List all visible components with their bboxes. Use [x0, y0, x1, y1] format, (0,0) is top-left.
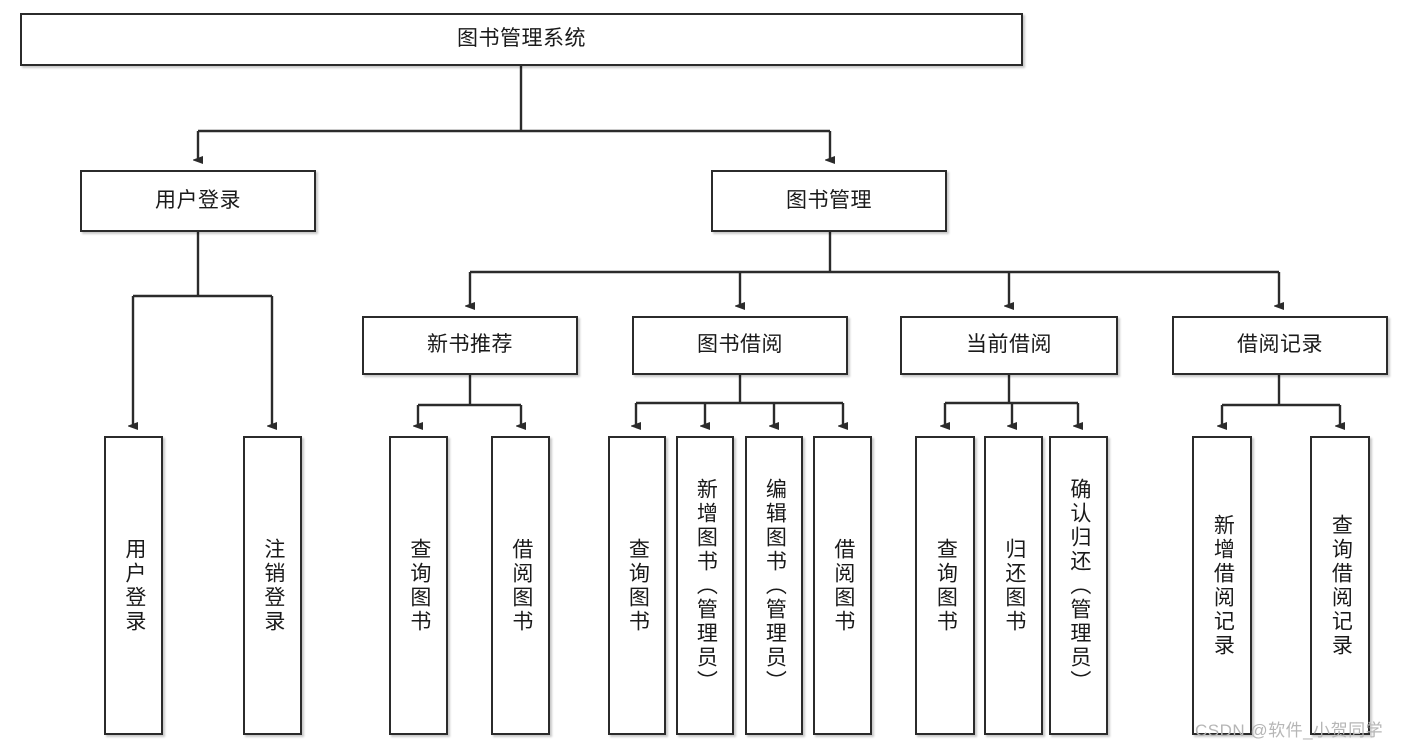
leaf-query-book-borrow[interactable]: 查询图书: [608, 436, 666, 735]
node-label: 新书推荐: [427, 333, 513, 357]
node-label: 归还图书: [1002, 537, 1026, 634]
leaf-add-borrow-record[interactable]: 新增借阅记录: [1192, 436, 1252, 735]
node-label: 图书借阅: [697, 333, 783, 357]
leaf-user-login[interactable]: 用户登录: [104, 436, 163, 735]
leaf-confirm-return-admin[interactable]: 确认归还（管理员）: [1049, 436, 1108, 735]
node-new-book-recommend[interactable]: 新书推荐: [362, 316, 578, 375]
node-label: 新增借阅记录: [1211, 513, 1235, 658]
node-book-borrow[interactable]: 图书借阅: [632, 316, 848, 375]
node-label: 查询图书: [407, 537, 431, 634]
leaf-borrow-book-recommend[interactable]: 借阅图书: [491, 436, 550, 735]
leaf-query-book-recommend[interactable]: 查询图书: [389, 436, 448, 735]
node-label: 查询图书: [934, 537, 958, 634]
node-label: 图书管理: [786, 188, 872, 212]
node-label: 编辑图书（管理员）: [763, 477, 787, 694]
node-book-management[interactable]: 图书管理: [711, 170, 947, 232]
node-label: 用户登录: [122, 537, 146, 634]
node-label: 图书管理系统: [457, 27, 586, 51]
leaf-add-book-admin[interactable]: 新增图书（管理员）: [676, 436, 734, 735]
node-borrow-record[interactable]: 借阅记录: [1172, 316, 1388, 375]
node-label: 借阅图书: [831, 537, 855, 634]
node-label: 当前借阅: [966, 333, 1052, 357]
csdn-watermark: CSDN @软件_小贺同学: [1195, 721, 1384, 740]
leaf-return-book[interactable]: 归还图书: [984, 436, 1043, 735]
node-root-system[interactable]: 图书管理系统: [20, 13, 1023, 66]
node-label: 查询图书: [626, 537, 650, 634]
leaf-borrow-book[interactable]: 借阅图书: [813, 436, 872, 735]
node-label: 查询借阅记录: [1329, 513, 1353, 658]
leaf-edit-book-admin[interactable]: 编辑图书（管理员）: [745, 436, 803, 735]
node-label: 新增图书（管理员）: [694, 477, 718, 694]
leaf-user-logout[interactable]: 注销登录: [243, 436, 302, 735]
node-label: 用户登录: [155, 188, 241, 212]
node-label: 确认归还（管理员）: [1067, 477, 1091, 694]
node-label: 借阅图书: [509, 537, 533, 634]
leaf-query-book-current[interactable]: 查询图书: [915, 436, 975, 735]
node-current-borrow[interactable]: 当前借阅: [900, 316, 1118, 375]
leaf-query-borrow-record[interactable]: 查询借阅记录: [1310, 436, 1370, 735]
node-label: 注销登录: [261, 537, 285, 634]
node-label: 借阅记录: [1237, 333, 1323, 357]
node-user-login[interactable]: 用户登录: [80, 170, 316, 232]
